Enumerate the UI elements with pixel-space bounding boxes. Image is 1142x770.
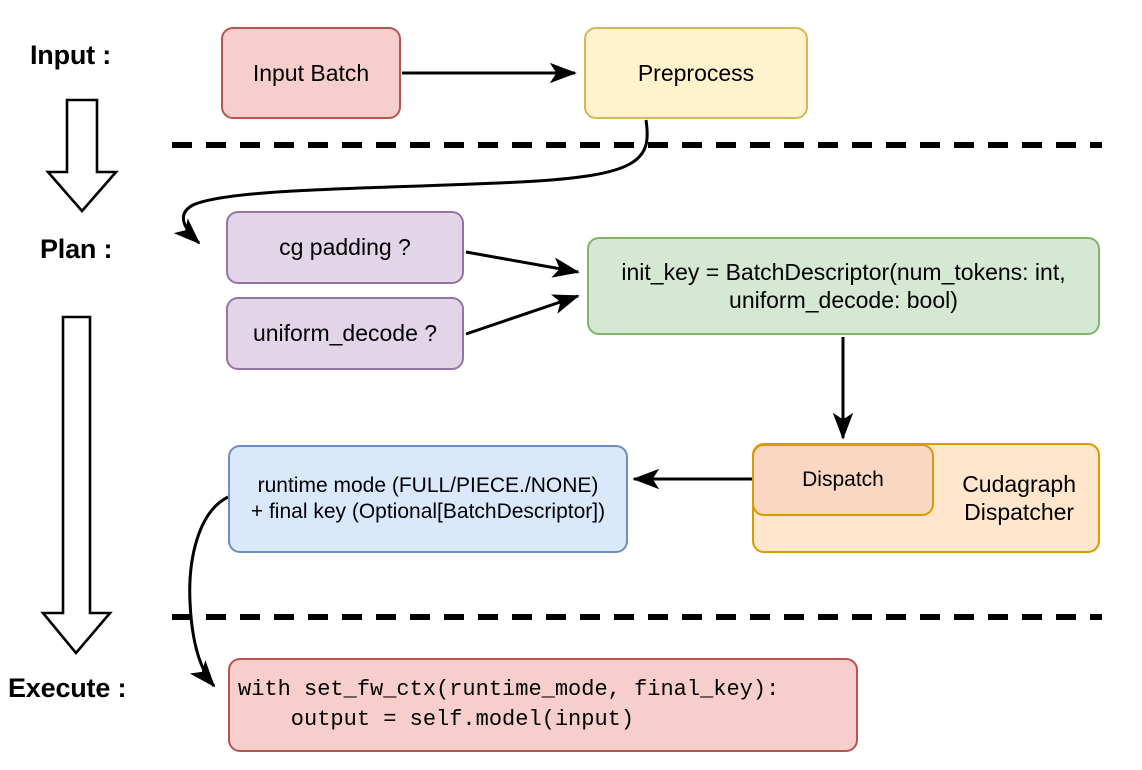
arrow-uniform-decode-to-init-key: [465, 294, 580, 336]
stage-arrow-plan-to-execute: [40, 315, 113, 656]
node-cudagraph-dispatcher-line1: Cudagraph: [962, 470, 1076, 497]
node-cg-padding-label: cg padding ?: [279, 234, 411, 261]
node-preprocess-label: Preprocess: [637, 59, 755, 86]
node-uniform-decode-label: uniform_decode ?: [252, 320, 438, 347]
node-uniform-decode[interactable]: uniform_decode ?: [226, 297, 464, 370]
node-code-block[interactable]: with set_fw_ctx(runtime_mode, final_key)…: [228, 658, 858, 752]
node-init-key-line1: init_key = BatchDescriptor(num_tokens: i…: [621, 258, 1066, 285]
node-code-block-line2: output = self.model(input): [238, 707, 635, 732]
arrow-cg-padding-to-init-key: [465, 250, 580, 278]
node-init-key-line2: uniform_decode: bool): [729, 287, 958, 313]
node-input-batch-label: Input Batch: [252, 59, 370, 86]
stage-label-input: Input :: [30, 40, 112, 70]
node-code-block-text: with set_fw_ctx(runtime_mode, final_key)…: [238, 675, 779, 734]
node-runtime-mode-line2: + final key (Optional[BatchDescriptor]): [250, 500, 606, 523]
node-preprocess[interactable]: Preprocess: [584, 27, 808, 119]
node-cudagraph-dispatcher-text: Cudagraph Dispatcher: [962, 470, 1076, 526]
node-runtime-mode[interactable]: runtime mode (FULL/PIECE./NONE) + final …: [228, 445, 628, 553]
node-cudagraph-dispatcher-line2: Dispatcher: [964, 499, 1075, 525]
node-dispatch-label: Dispatch: [802, 468, 884, 492]
node-runtime-mode-line1: runtime mode (FULL/PIECE./NONE): [257, 474, 599, 498]
node-input-batch[interactable]: Input Batch: [221, 27, 401, 119]
stage-label-execute: Execute :: [8, 673, 127, 703]
stage-arrow-input-to-plan: [45, 98, 119, 213]
node-init-key-text: init_key = BatchDescriptor(num_tokens: i…: [621, 258, 1065, 314]
node-runtime-mode-text: runtime mode (FULL/PIECE./NONE) + final …: [251, 473, 605, 524]
node-cg-padding[interactable]: cg padding ?: [226, 211, 464, 284]
node-init-key[interactable]: init_key = BatchDescriptor(num_tokens: i…: [587, 237, 1100, 335]
arrow-runtime-mode-to-code: [188, 495, 229, 688]
stage-label-plan: Plan :: [40, 234, 113, 264]
node-dispatch[interactable]: Dispatch: [752, 444, 934, 516]
node-code-block-line1: with set_fw_ctx(runtime_mode, final_key)…: [238, 677, 780, 703]
